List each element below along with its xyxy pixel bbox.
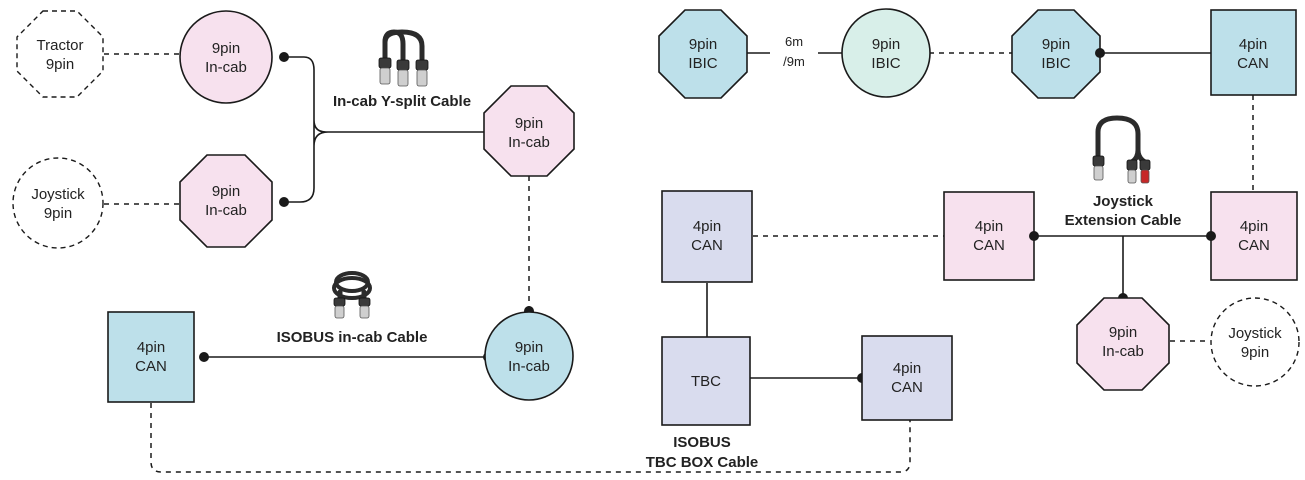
incab-oct-bottom-label: In-cab	[1102, 343, 1144, 360]
incab-oct-right-node: 9pin In-cab	[483, 85, 575, 177]
can-center-pin: 4pin	[693, 218, 721, 235]
incab-oct-right-label: In-cab	[508, 134, 550, 151]
joystick-ext-label-1: Joystick	[1093, 193, 1154, 210]
ibic-right-connector	[1095, 48, 1105, 58]
joystick-right-label: Joystick	[1228, 325, 1282, 342]
ibic-mid-label: IBIC	[871, 55, 900, 72]
incab-oct-bottom-pin: 9pin	[1109, 324, 1137, 341]
length-label-9m: /9m	[783, 54, 805, 69]
incab-circle-blue-node: 9pin In-cab	[484, 311, 574, 401]
tbc-label: TBC	[691, 373, 721, 390]
can-left-connector	[199, 352, 209, 362]
can-pink-mid-label: CAN	[973, 237, 1005, 254]
can-right-pink-node: 4pin CAN	[1210, 191, 1298, 281]
ibic-left-label: IBIC	[688, 55, 717, 72]
joystick-left-node: Joystick 9pin	[12, 157, 104, 249]
can-left-label: CAN	[135, 358, 167, 375]
incab-mid-pin: 9pin	[212, 183, 240, 200]
can-pink-mid-pin: 4pin	[975, 218, 1003, 235]
tbc-box-label-1: ISOBUS	[673, 434, 731, 451]
can-tbc-pin: 4pin	[893, 360, 921, 377]
can-left-loop-dash	[150, 403, 911, 473]
incab-top-pin: 9pin	[212, 40, 240, 57]
joystick-left-label: Joystick	[31, 186, 85, 203]
can-left-node: 4pin CAN	[107, 311, 195, 403]
ibic-left-pin: 9pin	[689, 36, 717, 53]
ibic-mid-pin: 9pin	[872, 36, 900, 53]
tbc-box-label-2: TBC BOX Cable	[646, 454, 759, 471]
incab-circle-blue-pin: 9pin	[515, 339, 543, 356]
y-split-cable-icon	[378, 29, 429, 87]
incab-mid-label: In-cab	[205, 202, 247, 219]
can-right-pink-label: CAN	[1238, 237, 1270, 254]
can-tbc-node: 4pin CAN	[861, 335, 953, 421]
ibic-mid-node: 9pin IBIC	[841, 8, 931, 98]
joystick-right-node: Joystick 9pin	[1210, 297, 1300, 387]
can-left-pin: 4pin	[137, 339, 165, 356]
incab-top-label: In-cab	[205, 59, 247, 76]
can-tbc-label: CAN	[891, 379, 923, 396]
incab-oct-right-pin: 9pin	[515, 115, 543, 132]
incab-top-connector	[279, 52, 289, 62]
ibic-right-pin: 9pin	[1042, 36, 1070, 53]
joystick-right-pin: 9pin	[1241, 344, 1269, 361]
tractor-9pin-node: Tractor 9pin	[16, 10, 104, 98]
incab-oct-bottom-right-node: 9pin In-cab	[1076, 297, 1170, 391]
joystick-left-pin: 9pin	[44, 205, 72, 222]
can-top-right-pin: 4pin	[1239, 36, 1267, 53]
joystick-extension-cable-icon	[1092, 115, 1151, 184]
can-center-label: CAN	[691, 237, 723, 254]
y-split-cable-label: In-cab Y-split Cable	[333, 93, 471, 110]
joystick-ext-label-2: Extension Cable	[1065, 212, 1182, 229]
can-right-pink-pin: 4pin	[1240, 218, 1268, 235]
incab-top-node: 9pin In-cab	[179, 10, 273, 104]
y-split-cable-line	[284, 56, 486, 203]
can-right-pink-connector	[1206, 231, 1216, 241]
can-pink-mid-connector	[1029, 231, 1039, 241]
tractor-label: Tractor	[37, 37, 84, 54]
incab-mid-node: 9pin In-cab	[179, 154, 273, 248]
can-pink-mid-node: 4pin CAN	[943, 191, 1035, 281]
solid-connections	[204, 52, 1211, 379]
dashed-connections	[104, 52, 1254, 473]
ibic-right-label: IBIC	[1041, 55, 1070, 72]
tractor-pin-label: 9pin	[46, 56, 74, 73]
can-top-right-label: CAN	[1237, 55, 1269, 72]
isobus-coiled-cable-icon	[332, 271, 372, 319]
isobus-incab-cable-label: ISOBUS in-cab Cable	[277, 329, 428, 346]
length-label-6m: 6m	[785, 34, 803, 49]
incab-circle-blue-label: In-cab	[508, 358, 550, 375]
ibic-right-node: 9pin IBIC	[1011, 9, 1101, 99]
ibic-left-node: 9pin IBIC	[658, 9, 748, 99]
can-top-right-node: 4pin CAN	[1210, 9, 1297, 96]
tbc-node: TBC	[661, 336, 751, 426]
can-center-node: 4pin CAN	[661, 190, 753, 283]
incab-mid-connector	[279, 197, 289, 207]
